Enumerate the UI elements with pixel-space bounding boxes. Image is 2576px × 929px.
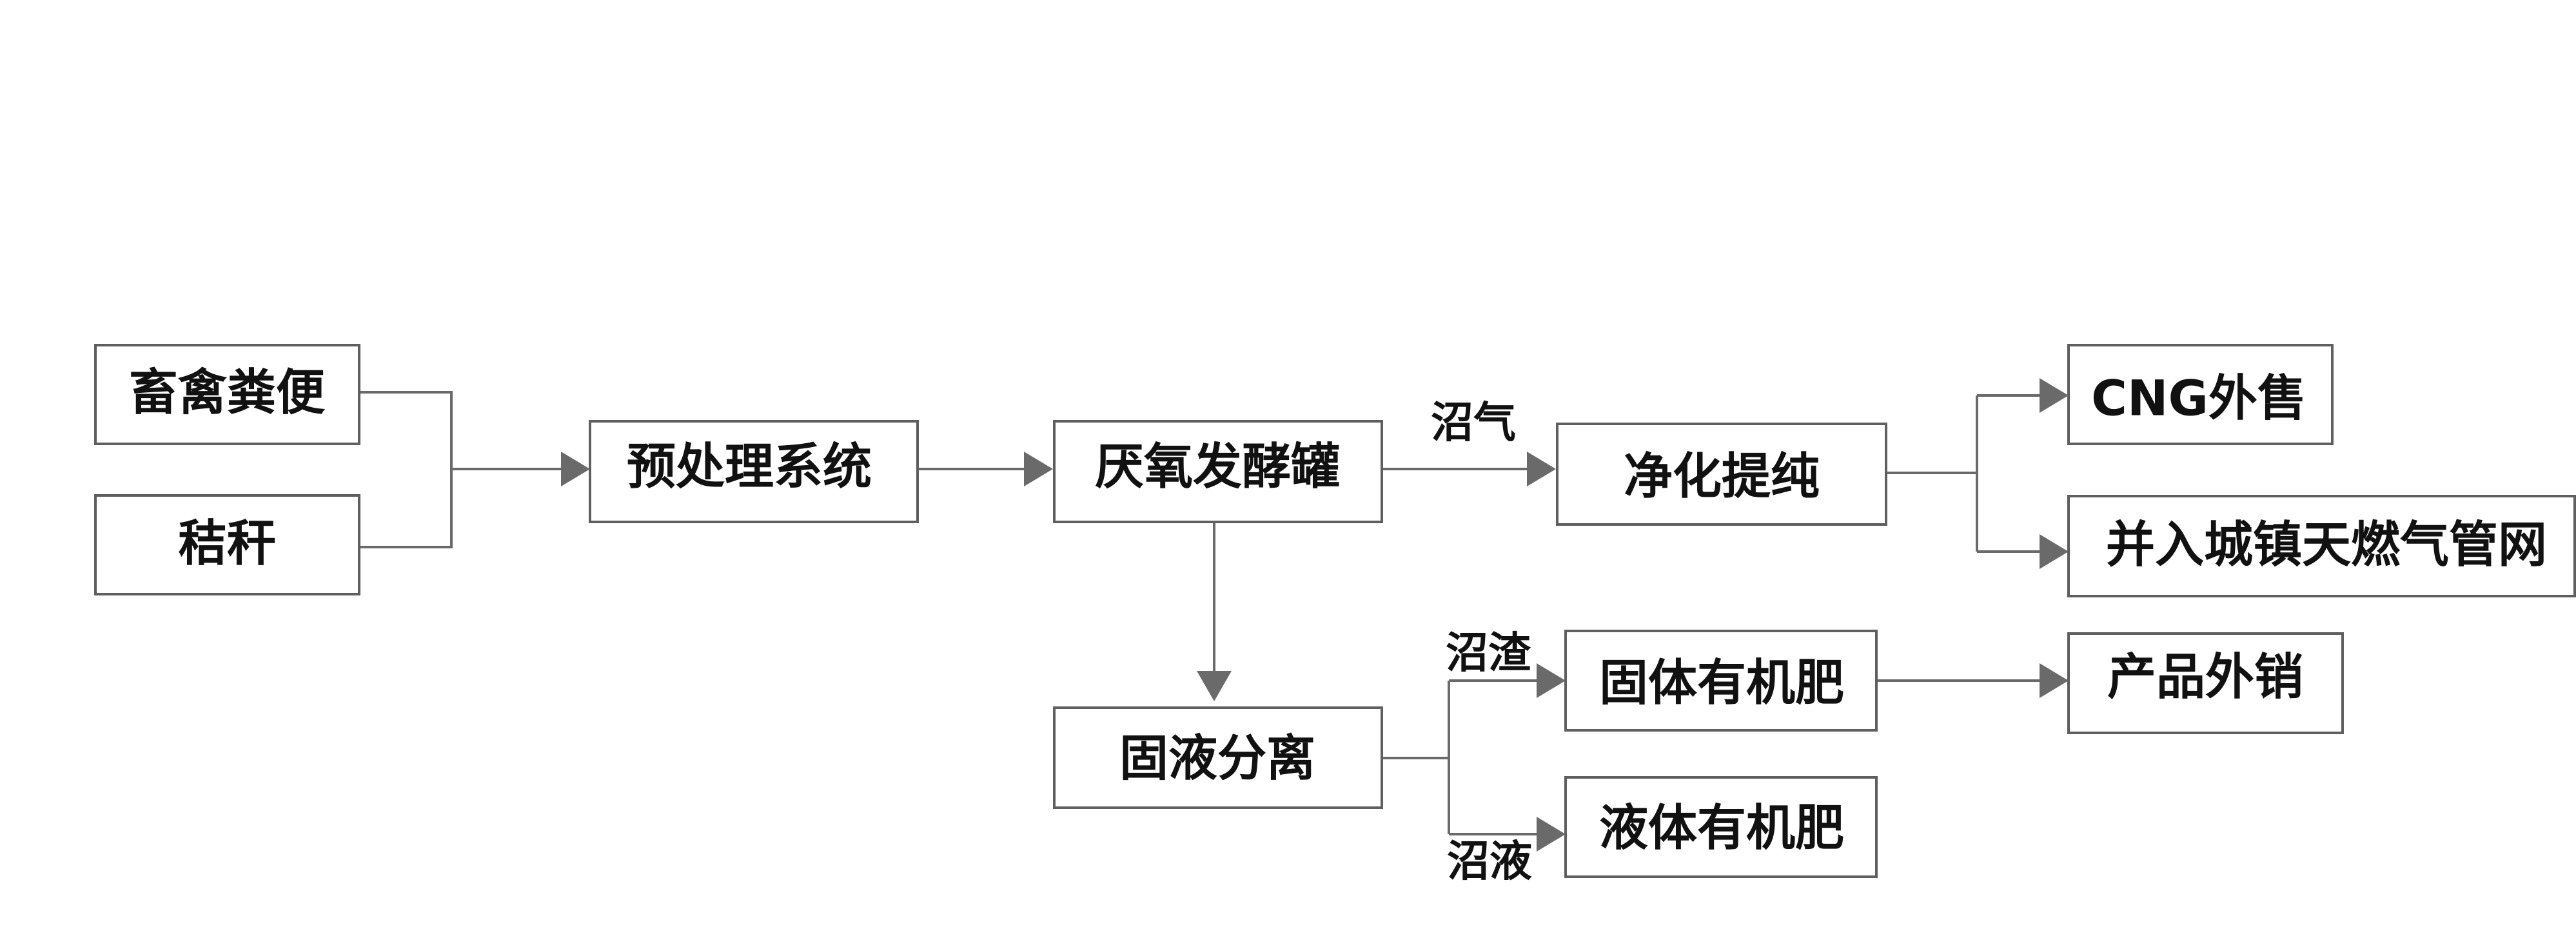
node-purification: 净化提纯 [1556,423,1887,526]
label-biogas-residue: 沼渣 [1446,628,1531,678]
arrowhead-tank [1024,452,1053,486]
label-biogas-slurry: 沼液 [1447,837,1532,886]
node-pretreatment-system: 预处理系统 [589,420,919,523]
svg-text:秸秆: 秸秆 [178,515,276,572]
svg-text:畜禽粪便: 畜禽粪便 [129,364,326,421]
node-product-sales: 产品外销 [2067,632,2344,734]
node-anaerobic-tank: 厌氧发酵罐 [1053,420,1383,523]
node-livestock-manure: 畜禽粪便 [94,344,360,445]
arrowhead-solid-fertilizer [1537,663,1566,698]
arrowhead-pretreatment [561,452,590,486]
svg-text:预处理系统: 预处理系统 [627,438,872,495]
svg-text:CNG外售: CNG外售 [2091,370,2306,427]
svg-text:净化提纯: 净化提纯 [1624,448,1820,505]
node-solid-liquid-separation: 固液分离 [1053,706,1383,809]
node-city-gas-grid: 并入城镇天燃气管网 [2067,495,2576,597]
svg-text:液体有机肥: 液体有机肥 [1599,799,1844,857]
svg-text:产品外销: 产品外销 [2107,648,2303,706]
arrowhead-product-sales [2040,663,2069,698]
svg-text:固液分离: 固液分离 [1119,730,1315,787]
arrowhead-cng [2040,378,2069,413]
svg-text:并入城镇天燃气管网: 并入城镇天燃气管网 [2106,516,2547,574]
svg-text:厌氧发酵罐: 厌氧发酵罐 [1095,438,1340,495]
arrowhead-purification [1527,452,1556,486]
node-solid-fertilizer: 固体有机肥 [1564,630,1878,732]
node-cng-sales: CNG外售 [2067,344,2334,445]
arrowhead-separation [1197,671,1232,701]
node-straw: 秸秆 [94,494,360,595]
edge-straw-to-merge [359,469,453,548]
label-biogas: 沼气 [1431,398,1516,448]
edge-labels: 沼气 沼渣 沼液 [1431,398,1532,886]
arrowhead-liquid-fertilizer [1537,817,1566,852]
svg-text:固体有机肥: 固体有机肥 [1599,654,1844,712]
node-liquid-fertilizer: 液体有机肥 [1564,776,1878,878]
arrowhead-grid [2040,534,2069,569]
connectors [359,378,2069,852]
edge-manure-to-merge [359,391,453,469]
